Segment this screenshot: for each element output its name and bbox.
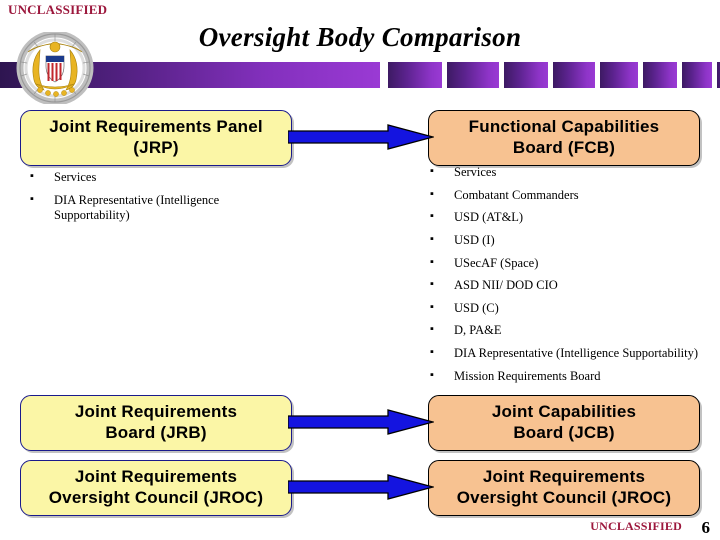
- classification-marking-top: UNCLASSIFIED: [8, 2, 108, 17]
- box-line-2: Oversight Council (JROC): [48, 488, 264, 507]
- band-segment: [600, 62, 638, 88]
- page-title: Oversight Body Comparison: [198, 22, 522, 52]
- box-line-2: Board (JCB): [513, 423, 615, 442]
- bullet-icon: ▪: [430, 210, 434, 223]
- list-item-label: Services: [54, 170, 97, 184]
- list-item: ▪ USecAF (Space): [424, 256, 704, 272]
- list-item-label: DIA Representative (Intelligence Support…: [454, 346, 699, 360]
- arrow-jrp-to-fcb: [288, 124, 434, 150]
- band-segment: [682, 62, 712, 88]
- box-joint-requirements-panel[interactable]: Joint Requirements Panel (JRP): [20, 110, 292, 166]
- list-item: ▪ USD (I): [424, 233, 704, 249]
- page-number: 6: [701, 518, 711, 537]
- list-item-label: Combatant Commanders: [454, 187, 579, 202]
- box-line-2: Board (JRB): [105, 423, 207, 442]
- arrow-jroc-to-jroc: [288, 474, 434, 500]
- band-segment: [388, 62, 442, 88]
- list-item: ▪ Services: [424, 165, 704, 181]
- box-line-1: Joint Requirements: [482, 467, 646, 487]
- list-item: ▪ Combatant Commanders: [424, 188, 704, 204]
- list-item: ▪ DIA Representative (Intelligence Suppo…: [24, 193, 294, 224]
- box-functional-capabilities-board[interactable]: Functional Capabilities Board (FCB): [428, 110, 700, 166]
- box-joint-requirements-oversight-council-right[interactable]: Joint Requirements Oversight Council (JR…: [428, 460, 700, 516]
- bullet-icon: ▪: [430, 255, 434, 268]
- bullet-icon: ▪: [430, 278, 434, 291]
- bullet-icon: ▪: [430, 368, 434, 381]
- box-line-1: Functional Capabilities: [468, 117, 660, 137]
- box-line-2: (JRP): [133, 138, 179, 157]
- list-item: ▪ ASD NII/ DOD CIO: [424, 278, 704, 294]
- box-line-2: Oversight Council (JROC): [456, 488, 672, 507]
- list-item: ▪ Mission Requirements Board: [424, 369, 704, 385]
- list-item-label: Services: [454, 165, 497, 179]
- list-item-label: USD (AT&L): [454, 210, 524, 225]
- bullet-icon: ▪: [430, 232, 434, 245]
- box-joint-capabilities-board[interactable]: Joint Capabilities Board (JCB): [428, 395, 700, 451]
- classification-marking-bottom: UNCLASSIFIED: [590, 519, 682, 533]
- bullet-icon: ▪: [430, 300, 434, 313]
- bullet-icon: ▪: [430, 346, 434, 358]
- list-item-label: USD (C): [454, 300, 499, 315]
- bullet-icon: ▪: [30, 170, 34, 182]
- list-item-label: DIA Representative (Intelligence Support…: [54, 192, 220, 223]
- list-item: ▪ USD (AT&L): [424, 210, 704, 226]
- box-line-2: Board (FCB): [512, 138, 616, 157]
- box-line-1: Joint Requirements: [74, 402, 238, 422]
- box-joint-requirements-oversight-council-left[interactable]: Joint Requirements Oversight Council (JR…: [20, 460, 292, 516]
- bullet-icon: ▪: [430, 165, 434, 177]
- box-line-1: Joint Requirements Panel: [49, 117, 263, 137]
- list-item-label: Mission Requirements Board: [454, 368, 601, 383]
- list-item-label: USD (I): [454, 232, 495, 247]
- list-item: ▪ D, PA&E: [424, 323, 704, 339]
- list-item-label: USecAF (Space): [454, 255, 539, 270]
- bullet-icon: ▪: [430, 323, 434, 336]
- box-line-1: Joint Capabilities: [491, 402, 637, 422]
- box-line-1: Joint Requirements: [74, 467, 238, 487]
- band-segment: [643, 62, 677, 88]
- bullet-icon: ▪: [30, 192, 34, 205]
- arrow-jrb-to-jcb: [288, 409, 434, 435]
- band-segment: [447, 62, 499, 88]
- right-member-list: ▪ Services ▪ Combatant Commanders ▪ USD …: [424, 165, 704, 391]
- left-member-list: ▪ Services ▪ DIA Representative (Intelli…: [24, 170, 294, 231]
- joint-chiefs-seal-icon: [16, 32, 94, 104]
- list-item-label: ASD NII/ DOD CIO: [454, 278, 558, 293]
- list-item-label: D, PA&E: [454, 323, 502, 338]
- band-segment: [504, 62, 548, 88]
- list-item: ▪ DIA Representative (Intelligence Suppo…: [424, 346, 704, 362]
- band-segment: [717, 62, 720, 88]
- bullet-icon: ▪: [430, 187, 434, 200]
- list-item: ▪ Services: [24, 170, 294, 186]
- band-segment: [553, 62, 595, 88]
- decorative-accent-band: [0, 62, 720, 88]
- list-item: ▪ USD (C): [424, 301, 704, 317]
- box-joint-requirements-board[interactable]: Joint Requirements Board (JRB): [20, 395, 292, 451]
